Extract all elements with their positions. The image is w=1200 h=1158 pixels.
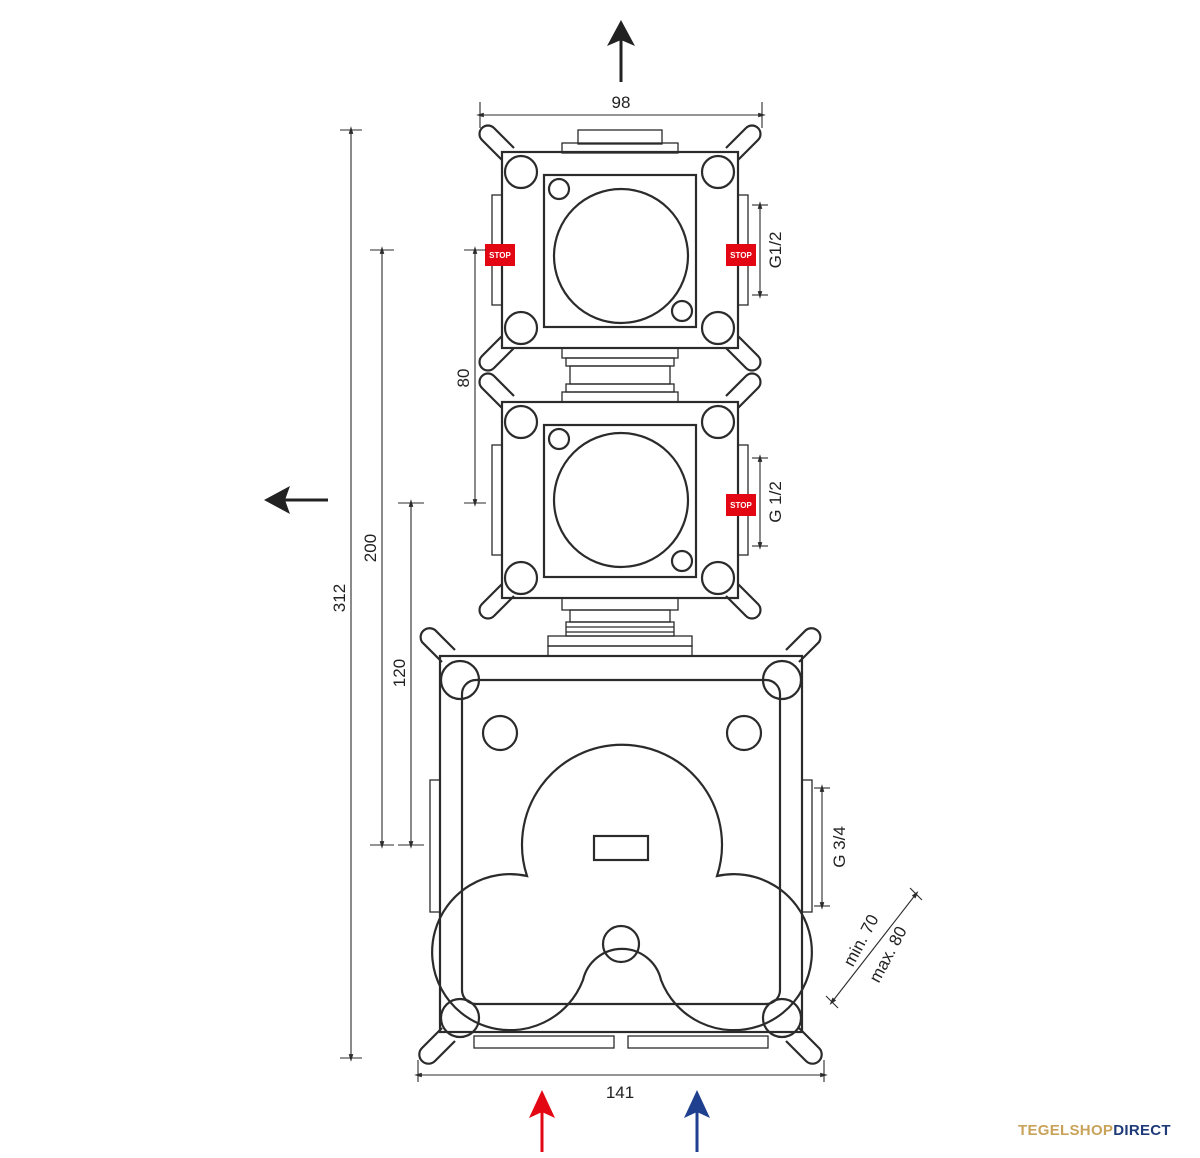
stop-badge-upper-left: STOP — [485, 244, 515, 266]
svg-text:STOP: STOP — [730, 501, 752, 510]
dimension-label-200: 200 — [361, 534, 380, 562]
dimension-connection-middle: G 1/2 — [752, 454, 785, 550]
dimension-label-80: 80 — [454, 369, 473, 388]
dimension-height-120: 120 — [390, 499, 424, 849]
thermostat-main-body — [418, 627, 823, 1065]
connection-label-g34: G 3/4 — [830, 826, 849, 868]
connection-label-g12-upper: G1/2 — [766, 232, 785, 269]
dimension-top-width: 98 — [476, 93, 766, 128]
dimension-spacing-80: 80 — [454, 246, 486, 507]
arrow-up-icon — [607, 20, 635, 82]
dimension-label-141: 141 — [606, 1083, 634, 1102]
dimension-label-98: 98 — [612, 93, 631, 112]
dimension-label-312: 312 — [330, 584, 349, 612]
stop-badge-middle-right: STOP — [726, 494, 756, 516]
connection-label-g12-middle: G 1/2 — [766, 481, 785, 523]
arrow-left-icon — [264, 486, 328, 514]
svg-text:STOP: STOP — [489, 251, 511, 260]
brand-logo: TEGELSHOPDIRECT — [1018, 1122, 1171, 1139]
stop-badge-upper-right: STOP — [726, 244, 756, 266]
arrow-up-blue-icon — [684, 1090, 710, 1152]
brand-logo-part1: TEGELSHOP — [1018, 1122, 1114, 1139]
dimension-label-120: 120 — [390, 659, 409, 687]
dimension-height-200: 200 — [361, 246, 394, 849]
dimension-connection-main: G 3/4 — [814, 784, 849, 910]
upper-stop-module — [478, 124, 762, 393]
dimension-bottom-width: 141 — [414, 1060, 828, 1102]
arrow-up-red-icon — [529, 1090, 555, 1152]
dimension-mounting-depth: min. 70 max. 80 — [825, 887, 923, 1009]
dimension-connection-upper: G1/2 — [752, 201, 785, 299]
svg-text:STOP: STOP — [730, 251, 752, 260]
dimension-total-height: 312 — [330, 126, 362, 1062]
middle-stop-module — [478, 372, 762, 657]
brand-logo-part2: DIRECT — [1113, 1122, 1171, 1139]
